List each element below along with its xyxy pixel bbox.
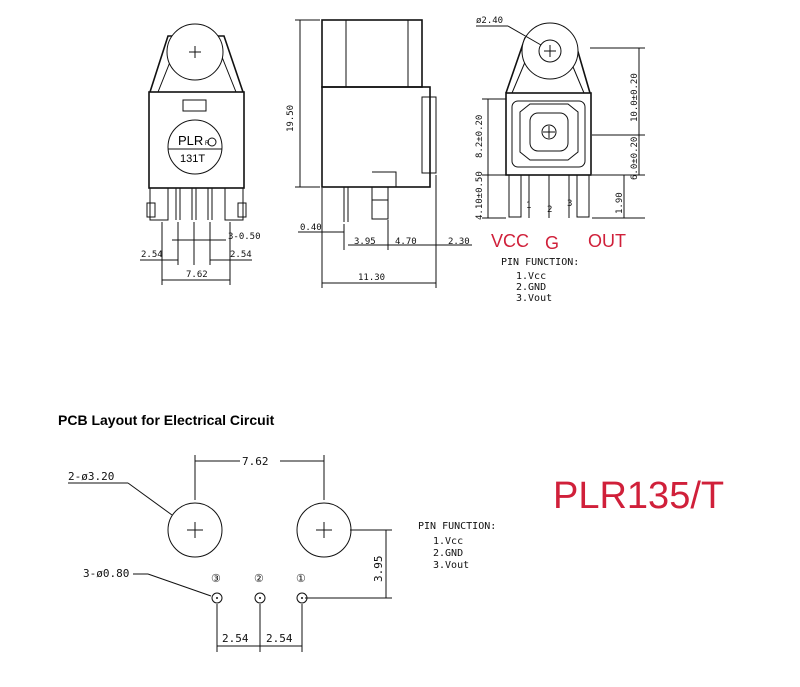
side-dim-1130: 11.30 [358,273,385,283]
pcb-pin-function-1: 1.Vcc [433,536,463,547]
pcb-pin-function-title: PIN FUNCTION: [418,521,496,532]
rear-dim-hole: ø2.40 [476,16,503,26]
front-dim-3-050: 3-0.50 [228,232,261,242]
side-top-block [321,19,423,88]
rear-dim-82: 8.2±0.20 [475,115,485,158]
pcb-dim-762: 7.62 [242,455,269,468]
pcb-dim-big-holes: 2-ø3.20 [68,470,114,483]
pcb-dim-254-a: 2.54 [222,632,249,645]
rear-socket [529,112,569,152]
rear-hole [538,39,562,63]
pcb-pin-function-2: 2.GND [433,548,463,559]
rear-pin-2: 2 [547,205,552,215]
pin-label-g: G [545,233,559,253]
rear-socket-frame [511,100,586,168]
rear-pin-function-1: 1.Vcc [516,271,546,282]
front-dim-254-left: 2.54 [141,250,163,260]
part-number: PLR135/T [553,475,724,517]
rear-pin-3: 3 [567,199,572,209]
pcb-layout: PCB Layout for Electrical Circuit 7.62 2… [58,412,496,652]
svg-text:R: R [205,141,210,147]
pin-label-out: OUT [588,231,626,251]
pcb-marker-3: ③ [211,572,221,585]
rear-pin-function-3: 3.Vout [516,293,552,304]
pcb-pad-2 [254,592,266,604]
pcb-dim-395: 3.95 [372,556,385,583]
side-dim-470: 4.70 [395,237,417,247]
rear-pin-function-2: 2.GND [516,282,546,293]
rear-dim-6: 6.0±0.20 [630,137,640,180]
side-foot [371,186,389,220]
front-part-text: 131T [180,153,205,165]
side-dim-230: 2.30 [448,237,470,247]
rear-view: ø2.40 1 2 3 8.2±0.20 4.10±0.50 10.0± [475,16,645,304]
rear-dim-41: 4.10±0.50 [475,171,485,220]
pcb-marker-1: ① [296,572,306,585]
rear-pin-function-title: PIN FUNCTION: [501,257,579,268]
rear-pin-1: 1 [526,201,531,211]
pcb-pad-1 [296,592,308,604]
pcb-pin-function-3: 3.Vout [433,560,469,571]
side-dim-395: 3.95 [354,237,376,247]
pcb-dim-small-holes: 3-ø0.80 [83,567,129,580]
side-dim-040: 0.40 [300,223,322,233]
pcb-title: PCB Layout for Electrical Circuit [58,412,275,428]
side-view: 19.50 0.40 3.95 4.70 2.30 11.30 [286,19,472,288]
pcb-pad-3 [211,592,223,604]
front-window [182,99,207,112]
front-logo-text: PLR [178,133,203,148]
pin-label-vcc: VCC [491,231,529,251]
front-dim-254-right: 2.54 [230,250,252,260]
side-dim-1950: 19.50 [286,105,296,132]
pcb-marker-2: ② [254,572,264,585]
front-label-circle [167,119,223,175]
rear-dim-10: 10.0±0.20 [630,73,640,122]
rear-dim-19: 1.90 [615,192,625,214]
front-view: PLR R 131T 3-0.50 2.54 2.54 7.62 [140,23,261,285]
front-dim-762: 7.62 [186,270,208,280]
pcb-dim-254-b: 2.54 [266,632,293,645]
pcb-mount-hole-left [167,502,223,558]
